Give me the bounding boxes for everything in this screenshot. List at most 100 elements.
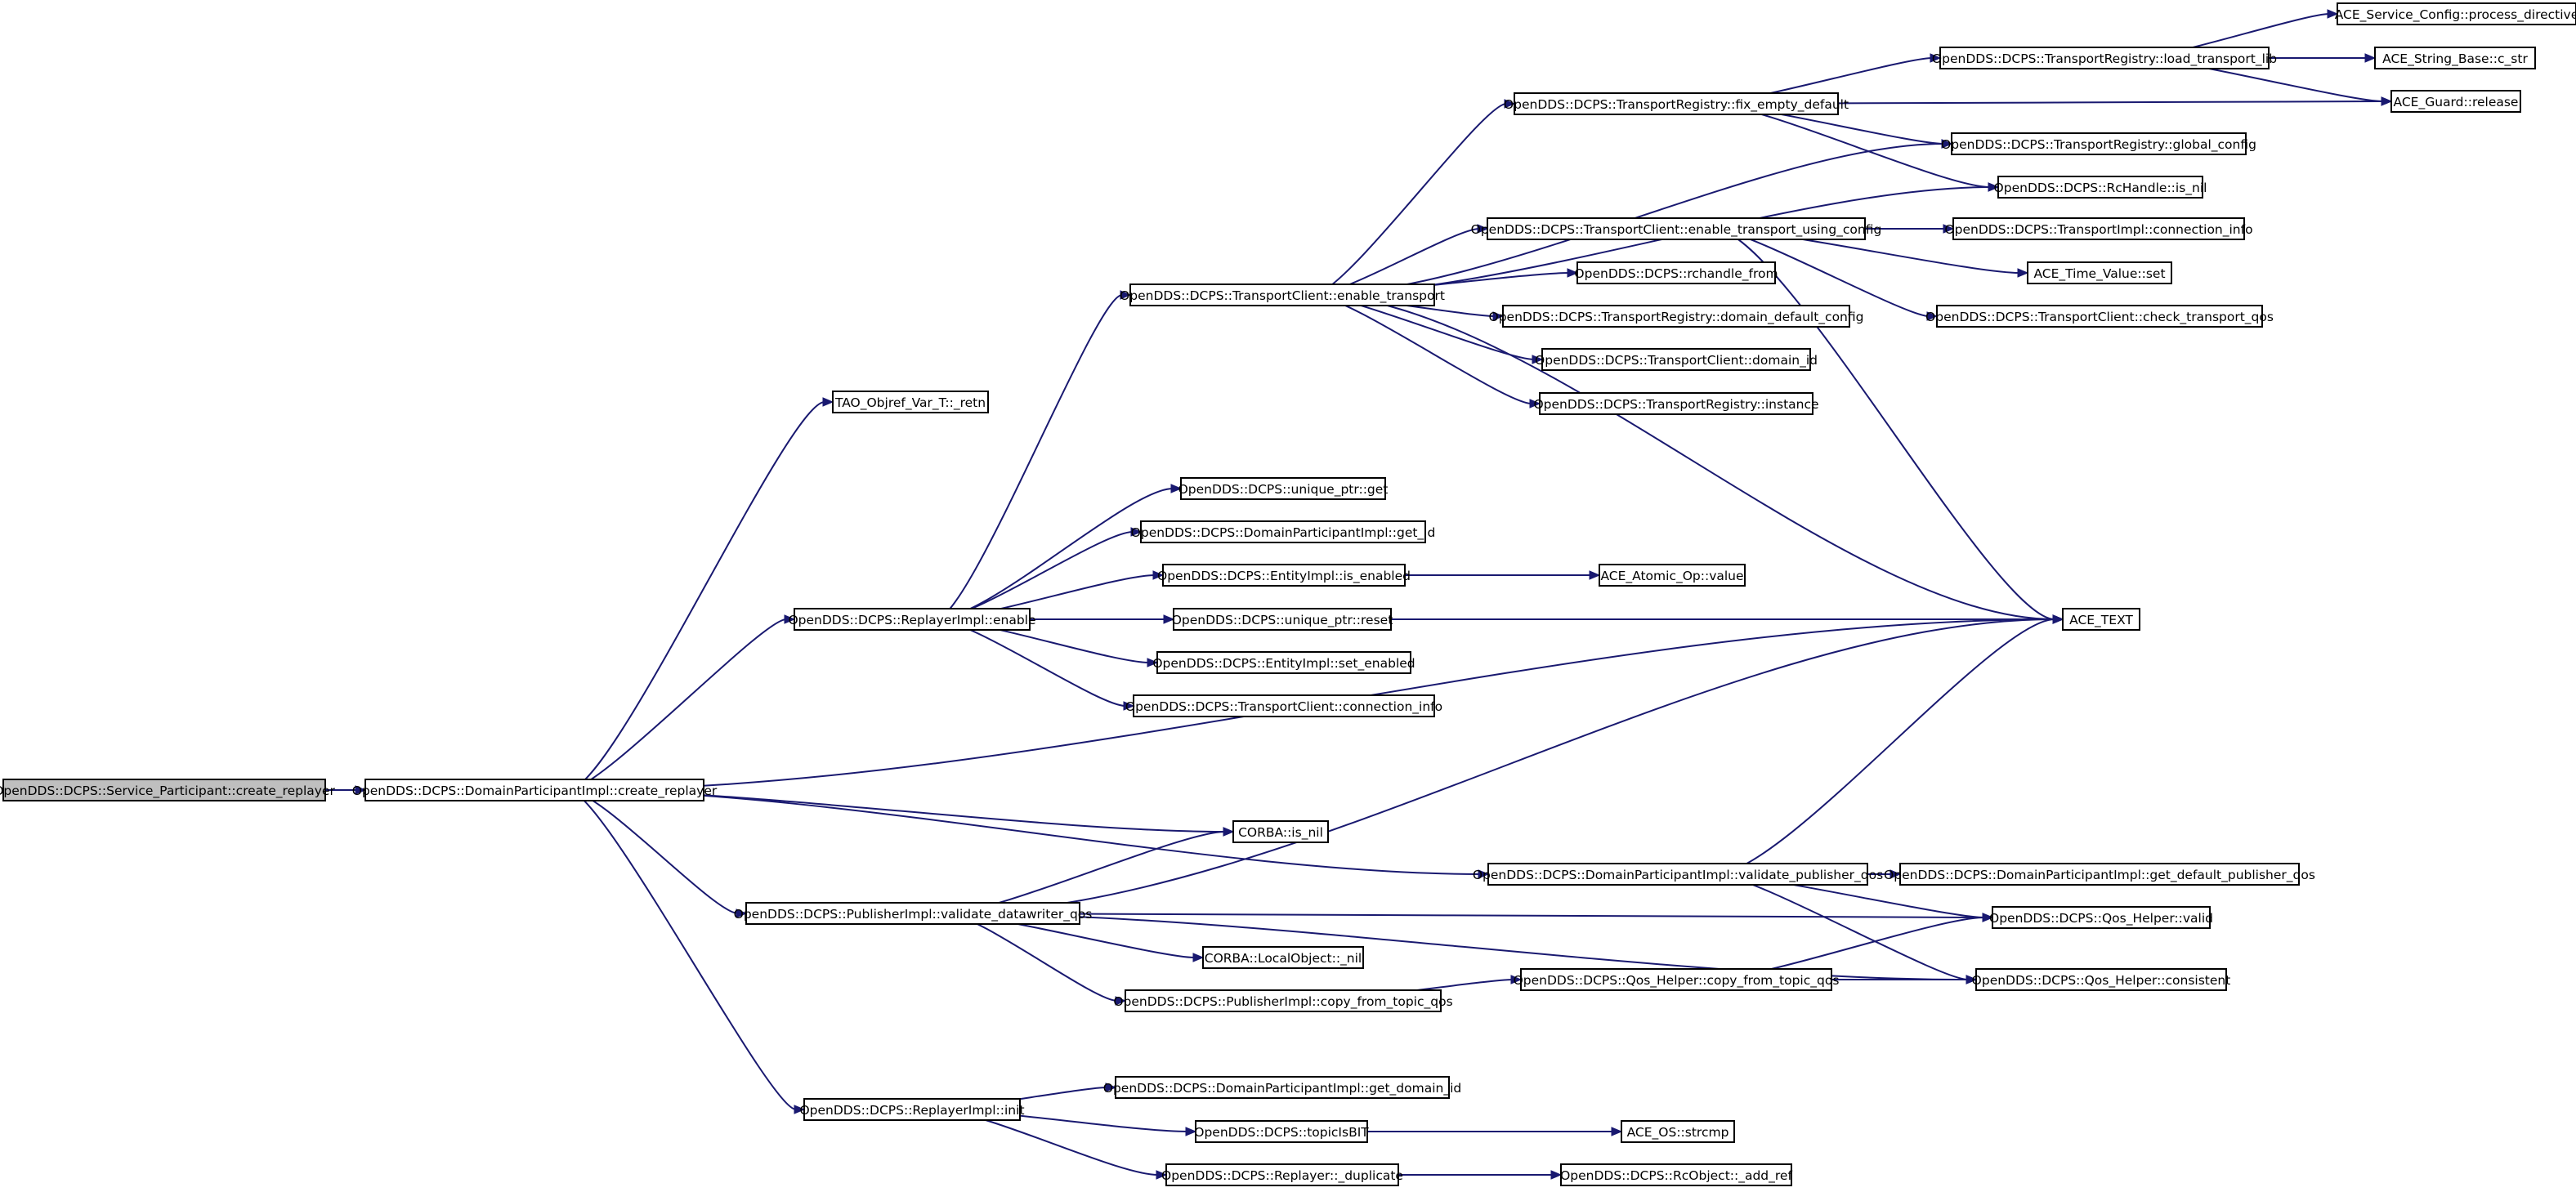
node-box bbox=[2027, 261, 2172, 284]
node-box bbox=[1115, 1076, 1450, 1099]
arrowhead-icon bbox=[2017, 268, 2029, 278]
graph-node-entity-set-enabled[interactable]: OpenDDS::DCPS::EntityImpl::set_enabled bbox=[1152, 651, 1415, 674]
node-label: OpenDDS::DCPS::TransportRegistry::fix_em… bbox=[1504, 97, 1849, 113]
edge-replayer-enable-to-tc-connection-info bbox=[935, 618, 1126, 707]
arrowhead-icon bbox=[1156, 1170, 1168, 1180]
graph-node-pub-validate-dw-qos[interactable]: OpenDDS::DCPS::PublisherImpl::validate_d… bbox=[734, 902, 1093, 925]
graph-node-tr-load-transport-lib[interactable]: OpenDDS::DCPS::TransportRegistry::load_t… bbox=[1932, 47, 2277, 69]
node-box bbox=[1939, 47, 2270, 69]
node-box bbox=[1173, 608, 1392, 631]
node-label: CORBA::LocalObject::_nil bbox=[1205, 951, 1362, 967]
node-label: CORBA::is_nil bbox=[1238, 825, 1323, 841]
arrowhead-icon bbox=[1988, 182, 2000, 192]
graph-node-corba-is-nil[interactable]: CORBA::is_nil bbox=[1232, 820, 1329, 843]
graph-node-tc-enable-transport[interactable]: OpenDDS::DCPS::TransportClient::enable_t… bbox=[1120, 283, 1445, 306]
graph-node-ace-string-c-str[interactable]: ACE_String_Base::c_str bbox=[2374, 47, 2536, 69]
graph-node-dp-get-domain-id[interactable]: OpenDDS::DCPS::DomainParticipantImpl::ge… bbox=[1103, 1076, 1461, 1099]
graph-node-ace-atomic-value[interactable]: ACE_Atomic_Op::value bbox=[1599, 564, 1746, 587]
arrowhead-icon bbox=[1982, 913, 1994, 922]
graph-node-corba-local-nil[interactable]: CORBA::LocalObject::_nil bbox=[1202, 946, 1364, 969]
edge-tc-enable-transport-to-ace-text bbox=[1313, 294, 2055, 620]
arrowhead-icon bbox=[784, 614, 796, 624]
graph-node-tr-fix-empty-default[interactable]: OpenDDS::DCPS::TransportRegistry::fix_em… bbox=[1504, 92, 1849, 115]
edge-pub-validate-dw-qos-to-qos-valid bbox=[946, 913, 1985, 918]
graph-node-tc-enable-transport-using-config[interactable]: OpenDDS::DCPS::TransportClient::enable_t… bbox=[1471, 217, 1882, 240]
graph-node-tr-global-config[interactable]: OpenDDS::DCPS::TransportRegistry::global… bbox=[1941, 132, 2256, 155]
node-label: OpenDDS::DCPS::PublisherImpl::validate_d… bbox=[734, 907, 1093, 922]
graph-node-ace-guard-release[interactable]: ACE_Guard::release bbox=[2390, 90, 2521, 113]
graph-node-replayer-duplicate[interactable]: OpenDDS::DCPS::Replayer::_duplicate bbox=[1161, 1163, 1403, 1186]
node-box bbox=[1936, 305, 2263, 328]
edge-pub-validate-dw-qos-to-ace-text bbox=[946, 618, 2055, 914]
node-box bbox=[1487, 217, 1866, 240]
graph-node-dp-get-default-pub-qos[interactable]: OpenDDS::DCPS::DomainParticipantImpl::ge… bbox=[1884, 863, 2315, 886]
graph-node-ace-os-strcmp[interactable]: ACE_OS::strcmp bbox=[1621, 1120, 1735, 1143]
graph-node-rcobject-add-ref[interactable]: OpenDDS::DCPS::RcObject::_add_ref bbox=[1560, 1163, 1792, 1186]
graph-node-ace-time-value-set[interactable]: ACE_Time_Value::set bbox=[2027, 261, 2172, 284]
graph-node-dp-create-replayer[interactable]: OpenDDS::DCPS::DomainParticipantImpl::cr… bbox=[352, 779, 718, 801]
graph-node-dp-validate-pub-qos[interactable]: OpenDDS::DCPS::DomainParticipantImpl::va… bbox=[1473, 863, 1883, 886]
arrowhead-icon bbox=[1105, 1083, 1117, 1092]
graph-node-qos-copy-from-topic-qos[interactable]: OpenDDS::DCPS::Qos_Helper::copy_from_top… bbox=[1514, 968, 1840, 991]
arrowhead-icon bbox=[1223, 827, 1235, 837]
node-box bbox=[1951, 132, 2247, 155]
graph-node-ace-svc-process-directive[interactable]: ACE_Service_Config::process_directive bbox=[2335, 2, 2576, 25]
node-label: OpenDDS::DCPS::RcHandle::is_nil bbox=[1994, 181, 2207, 196]
graph-node-root[interactable]: OpenDDS::DCPS::Service_Participant::crea… bbox=[0, 779, 335, 801]
graph-node-unique-get[interactable]: OpenDDS::DCPS::unique_ptr::get bbox=[1178, 477, 1389, 500]
node-label: OpenDDS::DCPS::TransportClient::enable_t… bbox=[1120, 288, 1445, 304]
arrowhead-icon bbox=[1611, 1127, 1623, 1136]
graph-node-rchandle-from[interactable]: OpenDDS::DCPS::rchandle_from bbox=[1574, 261, 1778, 284]
graph-node-pub-copy-from-topic-qos[interactable]: OpenDDS::DCPS::PublisherImpl::copy_from_… bbox=[1113, 989, 1453, 1012]
arrowhead-icon bbox=[1477, 224, 1489, 234]
arrowhead-icon bbox=[1510, 975, 1523, 984]
node-label: OpenDDS::DCPS::RcObject::_add_ref bbox=[1560, 1168, 1792, 1184]
graph-node-topic-is-bit[interactable]: OpenDDS::DCPS::topicIsBIT bbox=[1194, 1120, 1369, 1143]
graph-node-tc-check-transport-qos[interactable]: OpenDDS::DCPS::TransportClient::check_tr… bbox=[1925, 305, 2274, 328]
node-label: OpenDDS::DCPS::PublisherImpl::copy_from_… bbox=[1113, 994, 1452, 1010]
graph-node-unique-reset[interactable]: OpenDDS::DCPS::unique_ptr::reset bbox=[1172, 608, 1393, 631]
node-box bbox=[1133, 694, 1435, 717]
edge-replayer-enable-to-tc-enable-transport bbox=[935, 294, 1123, 620]
node-box bbox=[2374, 47, 2536, 69]
node-label: OpenDDS::DCPS::Qos_Helper::valid bbox=[1989, 911, 2213, 926]
edge-dp-create-replayer-to-dp-validate-pub-qos bbox=[568, 789, 1481, 875]
edge-tc-enable-transport-to-tr-fix-empty-default bbox=[1313, 103, 1507, 296]
node-label: OpenDDS::DCPS::Replayer::_duplicate bbox=[1161, 1168, 1403, 1184]
node-label: OpenDDS::DCPS::DomainParticipantImpl::cr… bbox=[352, 784, 718, 799]
graph-node-ace-text[interactable]: ACE_TEXT bbox=[2062, 608, 2140, 631]
graph-node-dp-get-id[interactable]: OpenDDS::DCPS::DomainParticipantImpl::ge… bbox=[1131, 520, 1436, 543]
graph-node-rchandle-is-nil[interactable]: OpenDDS::DCPS::RcHandle::is_nil bbox=[1994, 176, 2207, 199]
graph-node-tc-connection-info[interactable]: OpenDDS::DCPS::TransportClient::connecti… bbox=[1125, 694, 1442, 717]
arrowhead-icon bbox=[736, 909, 748, 918]
graph-node-tr-instance[interactable]: OpenDDS::DCPS::TransportRegistry::instan… bbox=[1533, 392, 1819, 415]
node-box bbox=[1560, 1163, 1792, 1186]
arrowhead-icon bbox=[2327, 9, 2339, 19]
edge-pub-validate-dw-qos-to-corba-is-nil bbox=[946, 831, 1226, 914]
arrowhead-icon bbox=[1943, 224, 1955, 234]
node-label: OpenDDS::DCPS::EntityImpl::set_enabled bbox=[1152, 656, 1415, 672]
node-box bbox=[1180, 477, 1386, 500]
node-label: ACE_Service_Config::process_directive bbox=[2335, 7, 2576, 23]
graph-node-ti-connection-info[interactable]: OpenDDS::DCPS::TransportImpl::connection… bbox=[1944, 217, 2253, 240]
graph-node-tc-domain-id[interactable]: OpenDDS::DCPS::TransportClient::domain_i… bbox=[1535, 348, 1818, 371]
node-box bbox=[1992, 906, 2211, 929]
graph-node-replayer-enable[interactable]: OpenDDS::DCPS::ReplayerImpl::enable bbox=[788, 608, 1036, 631]
node-box bbox=[2337, 2, 2576, 25]
node-box bbox=[1125, 989, 1442, 1012]
graph-node-qos-consistent[interactable]: OpenDDS::DCPS::Qos_Helper::consistent bbox=[1972, 968, 2231, 991]
arrowhead-icon bbox=[1192, 953, 1205, 962]
arrowhead-icon bbox=[1478, 869, 1490, 879]
graph-node-tao-retn[interactable]: TAO_Objref_Var_T::_retn bbox=[832, 391, 989, 413]
graph-node-qos-valid[interactable]: OpenDDS::DCPS::Qos_Helper::valid bbox=[1989, 906, 2213, 929]
arrowhead-icon bbox=[2364, 53, 2377, 63]
edge-replayer-enable-to-dp-get-id bbox=[935, 531, 1134, 620]
node-label: ACE_Guard::release bbox=[2394, 95, 2519, 110]
graph-node-replayer-init[interactable]: OpenDDS::DCPS::ReplayerImpl::init bbox=[799, 1098, 1025, 1121]
node-label: OpenDDS::DCPS::DomainParticipantImpl::va… bbox=[1473, 868, 1883, 883]
arrowhead-icon bbox=[1492, 311, 1505, 321]
node-box bbox=[1539, 392, 1813, 415]
graph-node-entity-is-enabled[interactable]: OpenDDS::DCPS::EntityImpl::is_enabled bbox=[1157, 564, 1411, 587]
arrowhead-icon bbox=[1532, 355, 1544, 364]
graph-node-tr-domain-default-config[interactable]: OpenDDS::DCPS::TransportRegistry::domain… bbox=[1489, 305, 1864, 328]
